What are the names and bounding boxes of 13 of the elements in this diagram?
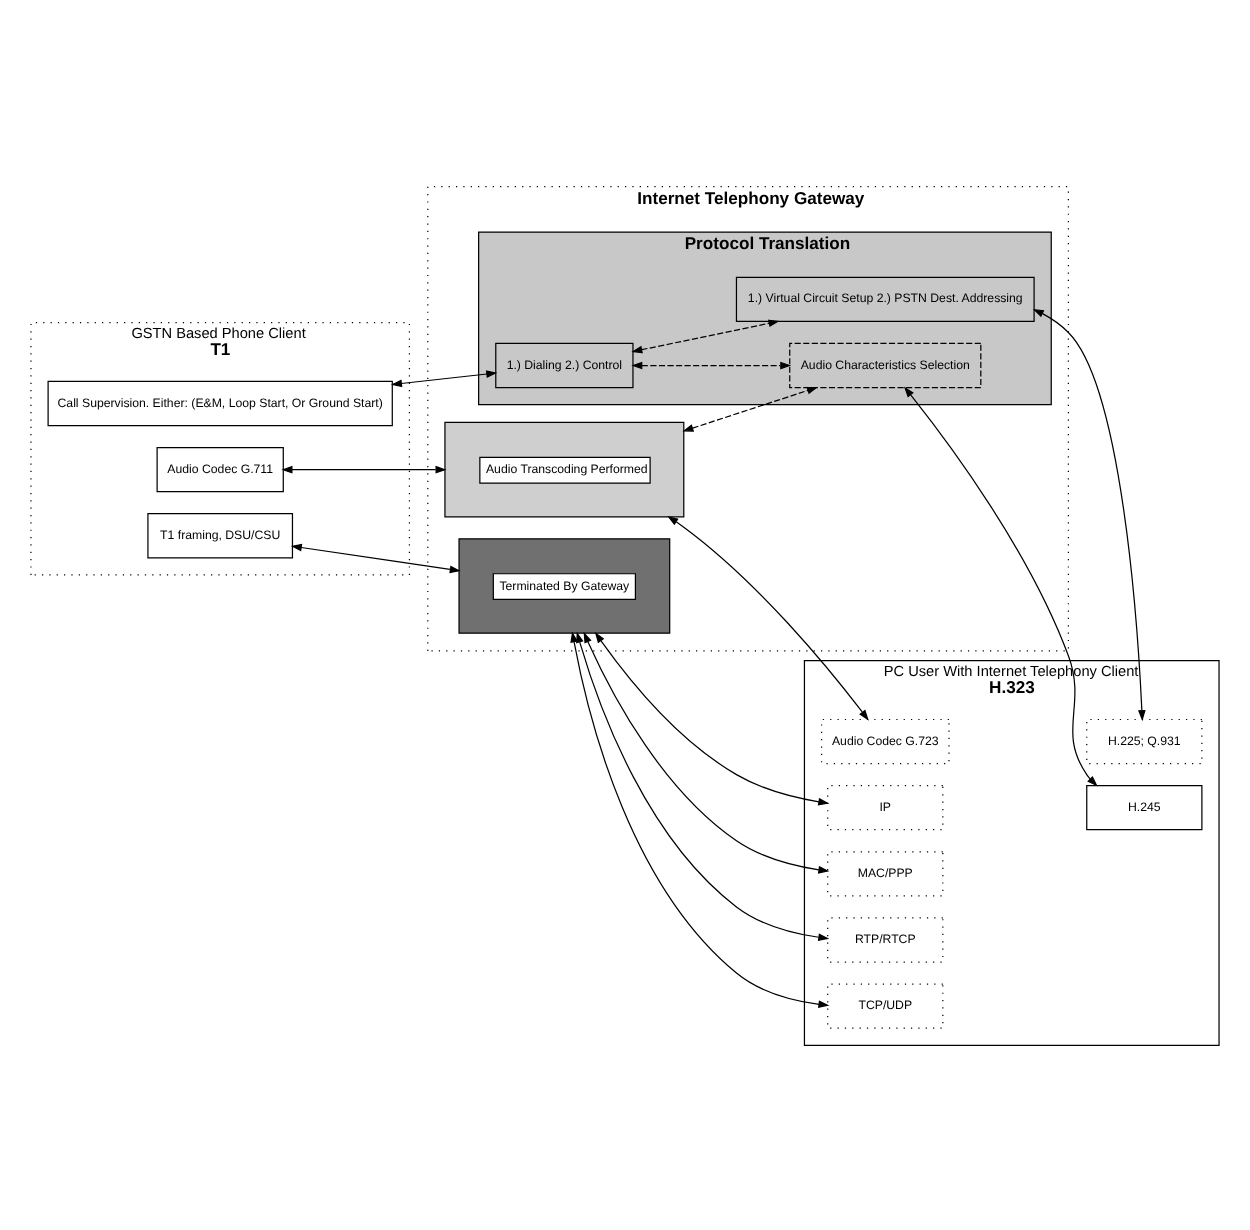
arrow — [594, 631, 830, 805]
arrow — [631, 318, 780, 353]
arrow — [583, 630, 830, 873]
arrow — [290, 542, 461, 573]
arrow — [576, 630, 830, 941]
arrow — [667, 515, 869, 720]
arrow — [682, 385, 818, 431]
arrow — [903, 385, 1098, 786]
arrow — [281, 464, 447, 473]
arrow — [570, 630, 830, 1008]
arrow — [631, 360, 792, 369]
arrow — [390, 369, 498, 387]
arrow — [1032, 307, 1146, 721]
